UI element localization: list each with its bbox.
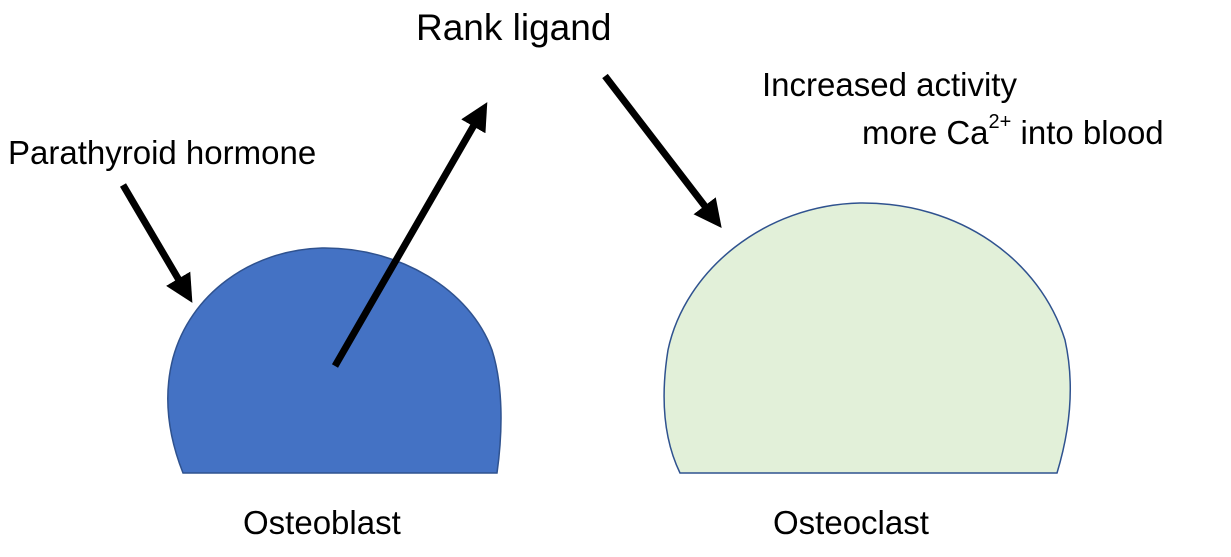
osteoclast-cell bbox=[663, 202, 1072, 474]
rank-ligand-label: Rank ligand bbox=[416, 7, 612, 48]
parathyroid-hormone-label: Parathyroid hormone bbox=[8, 134, 317, 171]
rank-ligand-release-arrow bbox=[331, 102, 488, 368]
increased-activity-label: Increased activity bbox=[762, 66, 1017, 103]
rank-ligand-to-osteoclast-arrow bbox=[602, 73, 722, 228]
pth-arrow bbox=[119, 183, 193, 303]
calcium-into-blood-label: more Ca2+ into blood bbox=[862, 112, 1164, 151]
calcium-prefix: more Ca bbox=[862, 114, 989, 151]
calcium-suffix: into blood bbox=[1011, 114, 1164, 151]
osteoclast-label: Osteoclast bbox=[773, 504, 929, 541]
calcium-charge-superscript: 2+ bbox=[988, 111, 1012, 133]
osteoblast-label: Osteoblast bbox=[243, 504, 401, 541]
